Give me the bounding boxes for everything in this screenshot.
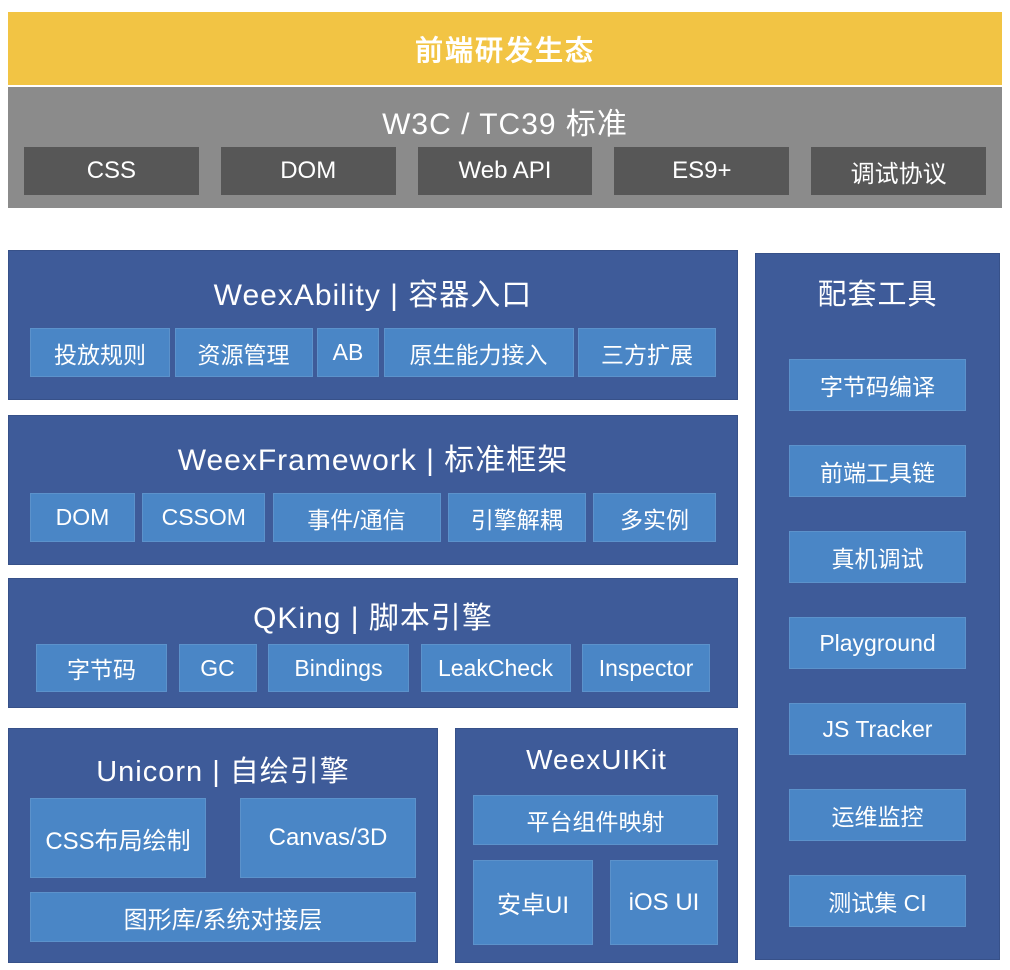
chip-test-suite-ci: 测试集 CI xyxy=(789,875,966,927)
chip-bindings: Bindings xyxy=(268,644,409,692)
chip-delivery-rules: 投放规则 xyxy=(30,328,170,377)
weexframework-panel: WeexFramework | 标准框架 DOM CSSOM 事件/通信 引擎解… xyxy=(8,415,738,565)
weexability-panel: WeexAbility | 容器入口 投放规则 资源管理 AB 原生能力接入 三… xyxy=(8,250,738,400)
chip-event-comm: 事件/通信 xyxy=(272,493,441,542)
standards-chip-debug-protocol: 调试协议 xyxy=(811,147,986,195)
tools-panel: 配套工具 字节码编译 前端工具链 真机调试 Playground JS Trac… xyxy=(755,253,1000,960)
chip-playground: Playground xyxy=(789,617,966,669)
chip-native-capability: 原生能力接入 xyxy=(383,328,574,377)
chip-js-tracker: JS Tracker xyxy=(789,703,966,755)
tools-title: 配套工具 xyxy=(817,279,938,311)
chip-inspector: Inspector xyxy=(582,644,710,692)
chip-bytecode: 字节码 xyxy=(36,644,167,692)
chip-ab: AB xyxy=(317,328,379,377)
unicorn-panel: Unicorn | 自绘引擎 CSS布局绘制 Canvas/3D 图形库/系统对… xyxy=(8,728,438,963)
standards-band: W3C / TC39 标准 CSS DOM Web API ES9+ 调试协议 xyxy=(8,87,1002,208)
chip-css-layout-paint: CSS布局绘制 xyxy=(30,798,206,878)
weexability-chips-row: 投放规则 资源管理 AB 原生能力接入 三方扩展 xyxy=(30,328,716,377)
chip-ios-ui: iOS UI xyxy=(610,860,718,945)
chip-platform-component-mapping: 平台组件映射 xyxy=(473,795,718,845)
weexability-title: WeexAbility | 容器入口 xyxy=(213,279,533,312)
weexframework-title: WeexFramework | 标准框架 xyxy=(177,444,569,477)
chip-ops-monitoring: 运维监控 xyxy=(789,789,966,841)
standards-chip-css: CSS xyxy=(24,147,199,195)
weexuikit-panel: WeexUIKit 平台组件映射 安卓UI iOS UI xyxy=(455,728,738,963)
chip-dom: DOM xyxy=(30,493,135,542)
weexuikit-chips-row1: 平台组件映射 xyxy=(473,795,718,845)
standards-chip-webapi: Web API xyxy=(417,147,593,195)
qking-title: QKing | 脚本引擎 xyxy=(253,602,493,635)
chip-resource-mgmt: 资源管理 xyxy=(174,328,313,377)
chip-canvas-3d: Canvas/3D xyxy=(240,798,416,878)
ecosystem-title: 前端研发生态 xyxy=(414,34,595,66)
chip-engine-decouple: 引擎解耦 xyxy=(447,493,586,542)
standards-title: W3C / TC39 标准 xyxy=(382,108,628,141)
chip-android-ui: 安卓UI xyxy=(473,860,593,945)
chip-graphics-system-layer: 图形库/系统对接层 xyxy=(30,892,416,942)
chip-device-debug: 真机调试 xyxy=(789,531,966,583)
unicorn-chips-row2: 图形库/系统对接层 xyxy=(30,892,416,942)
chip-cssom: CSSOM xyxy=(142,493,266,542)
ecosystem-banner: 前端研发生态 xyxy=(8,12,1002,85)
standards-chips-row: CSS DOM Web API ES9+ 调试协议 xyxy=(24,147,986,195)
chip-leakcheck: LeakCheck xyxy=(420,644,571,692)
chip-gc: GC xyxy=(178,644,257,692)
unicorn-chips-row1: CSS布局绘制 Canvas/3D xyxy=(30,798,416,878)
weexuikit-chips-row2: 安卓UI iOS UI xyxy=(473,860,718,945)
standards-chip-dom: DOM xyxy=(220,147,396,195)
weexuikit-title: WeexUIKit xyxy=(526,744,667,775)
chip-frontend-toolchain: 前端工具链 xyxy=(789,445,966,497)
qking-chips-row: 字节码 GC Bindings LeakCheck Inspector xyxy=(36,644,710,692)
chip-multi-instance: 多实例 xyxy=(593,493,716,542)
weexframework-chips-row: DOM CSSOM 事件/通信 引擎解耦 多实例 xyxy=(30,493,716,542)
qking-panel: QKing | 脚本引擎 字节码 GC Bindings LeakCheck I… xyxy=(8,578,738,708)
unicorn-title: Unicorn | 自绘引擎 xyxy=(96,756,350,788)
chip-bytecode-compile: 字节码编译 xyxy=(789,359,966,411)
chip-thirdparty-ext: 三方扩展 xyxy=(578,328,716,377)
standards-chip-es9: ES9+ xyxy=(614,147,790,195)
